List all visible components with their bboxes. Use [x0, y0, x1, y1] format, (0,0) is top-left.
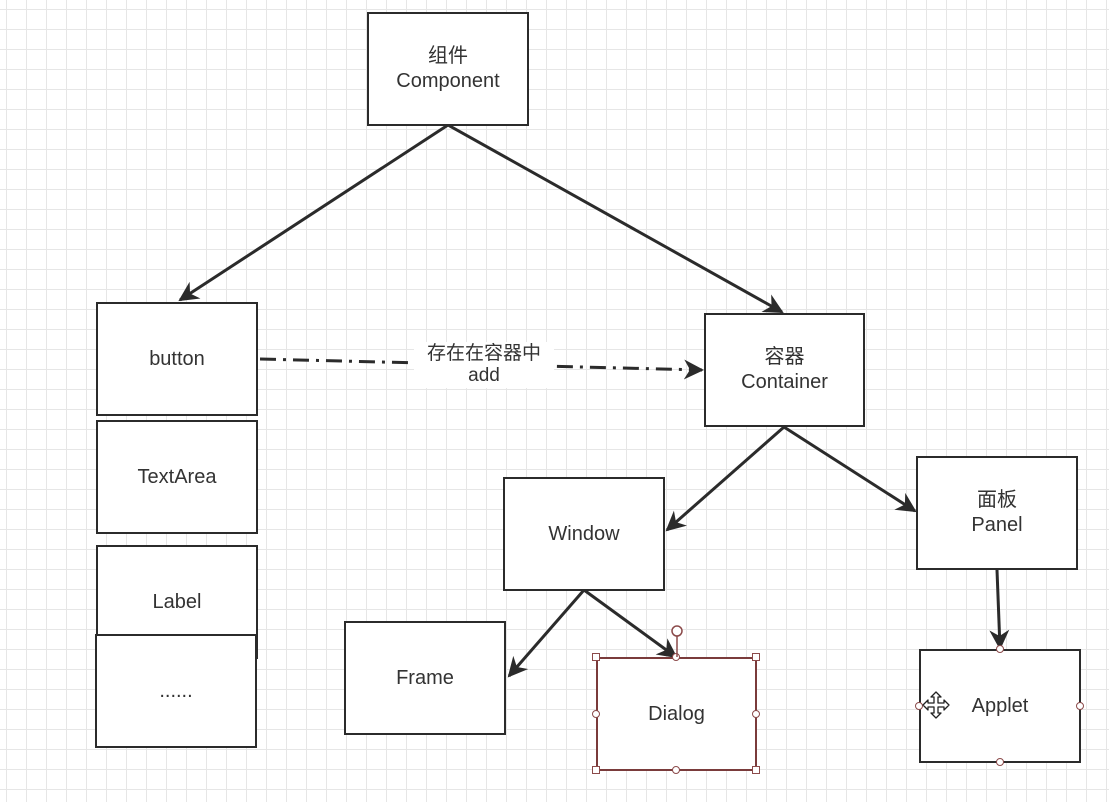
edge-window-dialog[interactable] [583, 588, 678, 659]
node-button-label: button [149, 347, 205, 370]
dialog-resize-handle-bottom[interactable] [672, 766, 680, 774]
edge-panel-applet[interactable] [989, 569, 1010, 650]
node-component[interactable]: 组件 Component [367, 12, 529, 126]
dialog-rotate-handle[interactable] [668, 624, 686, 658]
applet-connection-point-left[interactable] [915, 702, 923, 710]
node-component-line1: 组件 [428, 45, 468, 67]
node-panel-line2: Panel [971, 514, 1023, 536]
node-frame-label: Frame [396, 666, 454, 689]
node-frame[interactable]: Frame [344, 621, 506, 735]
node-more-label: ...... [159, 679, 193, 702]
node-more[interactable]: ...... [95, 634, 257, 748]
node-applet-label: Applet [971, 694, 1029, 717]
applet-connection-point-top[interactable] [996, 645, 1004, 653]
node-dialog[interactable]: Dialog [596, 657, 757, 771]
edge-component-button[interactable] [178, 123, 449, 302]
node-panel[interactable]: 面板 Panel [916, 456, 1078, 570]
node-container-line1: 容器 [764, 346, 805, 368]
node-window[interactable]: Window [503, 477, 665, 591]
dialog-resize-handle-top[interactable] [672, 653, 680, 661]
dialog-resize-handle-top-left[interactable] [592, 653, 600, 661]
node-label-label: Label [152, 590, 202, 613]
node-button[interactable]: button [96, 302, 258, 416]
node-dialog-label: Dialog [648, 702, 705, 725]
applet-connection-point-right[interactable] [1076, 702, 1084, 710]
node-textarea-label: TextArea [137, 465, 217, 488]
edge-component-container[interactable] [447, 123, 784, 314]
dialog-resize-handle-bottom-left[interactable] [592, 766, 600, 774]
edge-label-line1: 存在在容器中 [426, 343, 541, 364]
dialog-resize-handle-top-right[interactable] [752, 653, 760, 661]
node-panel-line1: 面板 [977, 489, 1017, 511]
node-container-line2: Container [741, 371, 828, 393]
move-cursor-icon [922, 691, 950, 719]
edge-container-window[interactable] [665, 425, 785, 532]
edge-container-panel[interactable] [783, 425, 917, 513]
node-textarea[interactable]: TextArea [96, 420, 258, 534]
node-component-line2: Component [396, 70, 500, 92]
dialog-resize-handle-left[interactable] [592, 710, 600, 718]
node-container[interactable]: 容器 Container [704, 313, 865, 427]
edge-window-frame[interactable] [507, 589, 586, 678]
dialog-resize-handle-bottom-right[interactable] [752, 766, 760, 774]
edge-label-line2: add [468, 365, 500, 386]
applet-connection-point-bottom[interactable] [996, 758, 1004, 766]
edge-label-add: 存在在容器中 add [414, 342, 554, 388]
node-window-label: Window [548, 522, 620, 545]
dialog-resize-handle-right[interactable] [752, 710, 760, 718]
